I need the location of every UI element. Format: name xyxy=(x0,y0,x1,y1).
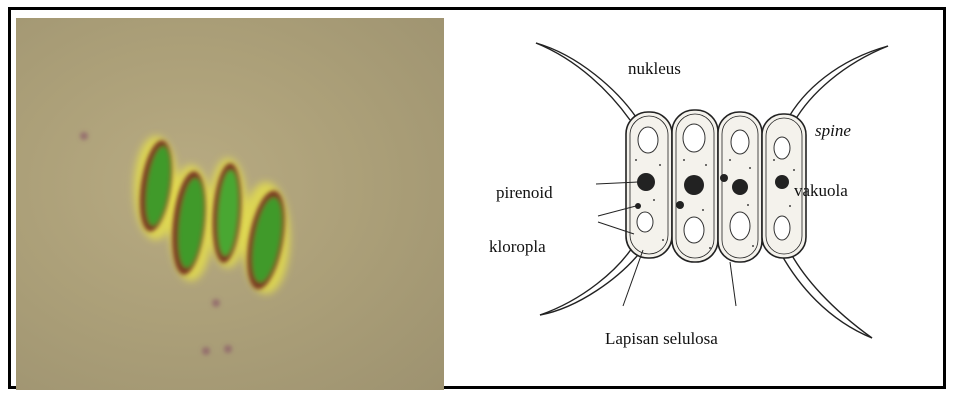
leader-lapisan-1 xyxy=(623,250,643,306)
cells xyxy=(626,110,806,262)
spine-bottom-left xyxy=(540,245,634,315)
photo-svg xyxy=(16,18,444,390)
microscope-photo xyxy=(16,18,444,390)
spine-bottom-right xyxy=(788,248,872,338)
label-kloropla: kloropla xyxy=(489,238,546,255)
label-pirenoid: pirenoid xyxy=(496,184,553,201)
label-nukleus: nukleus xyxy=(628,60,681,77)
label-spine: spine xyxy=(815,122,851,139)
spine-top-left xyxy=(536,43,638,120)
algae-cells xyxy=(135,138,292,292)
leader-lapisan-2 xyxy=(730,262,736,306)
label-vakuola: vakuola xyxy=(794,182,848,199)
label-lapisan-selulosa: Lapisan selulosa xyxy=(605,330,718,347)
